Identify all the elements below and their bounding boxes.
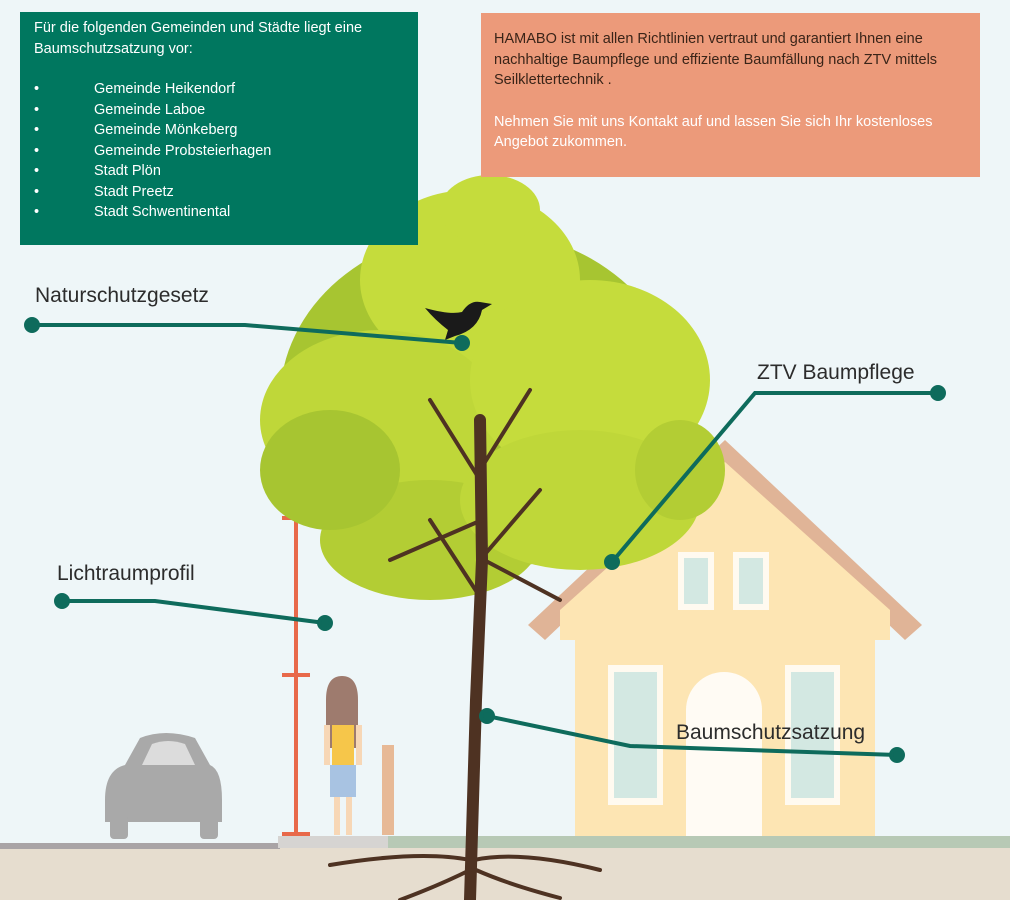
list-item: Gemeinde Laboe bbox=[34, 100, 404, 121]
list-item: Stadt Schwentinental bbox=[34, 202, 404, 223]
tree-trunk bbox=[328, 388, 602, 900]
hamabo-info-box: HAMABO ist mit allen Richtlinien vertrau… bbox=[481, 13, 980, 177]
tree-foliage bbox=[260, 175, 725, 600]
label-naturschutzgesetz: Naturschutzgesetz bbox=[35, 284, 209, 307]
car bbox=[105, 733, 222, 839]
label-lichtraumprofil: Lichtraumprofil bbox=[57, 562, 195, 585]
contact-paragraph: Nehmen Sie mit uns Kontakt auf und lasse… bbox=[494, 113, 933, 151]
municipalities-intro: Für die folgenden Gemeinden und Städte l… bbox=[34, 20, 363, 57]
municipalities-box: Für die folgenden Gemeinden und Städte l… bbox=[20, 12, 418, 245]
street-line bbox=[0, 843, 280, 849]
label-baumschutzsatzung: Baumschutzsatzung bbox=[676, 721, 866, 744]
sidewalk bbox=[278, 836, 388, 848]
lawn-line bbox=[380, 836, 1010, 848]
list-item: Gemeinde Probsteierhagen bbox=[34, 141, 404, 162]
list-item: Gemeinde Heikendorf bbox=[34, 79, 404, 100]
info-paragraph: HAMABO ist mit allen Richtlinien vertrau… bbox=[494, 31, 938, 88]
clearance-pole bbox=[282, 516, 310, 836]
list-item: Stadt Preetz bbox=[34, 182, 404, 203]
callout-lines bbox=[24, 317, 946, 763]
municipalities-list: Gemeinde Heikendorf Gemeinde Laboe Gemei… bbox=[34, 79, 404, 223]
list-item: Stadt Plön bbox=[34, 161, 404, 182]
person bbox=[324, 676, 362, 835]
label-ztv-baumpflege: ZTV Baumpflege bbox=[757, 361, 915, 384]
list-item: Gemeinde Mönkeberg bbox=[34, 120, 404, 141]
house bbox=[528, 440, 922, 836]
post bbox=[382, 745, 394, 835]
bird-icon bbox=[425, 301, 492, 340]
